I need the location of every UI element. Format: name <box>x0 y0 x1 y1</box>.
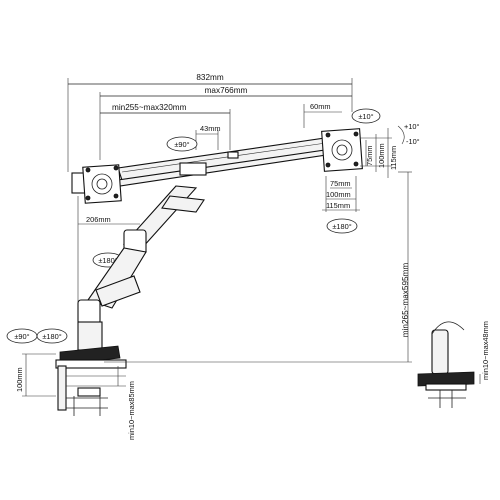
vesa-rotate-180-label: ±180° <box>332 222 351 231</box>
offset-43-label: 43mm <box>200 124 221 133</box>
base-swivel-90-label: ±90° <box>14 332 29 341</box>
swivel-90-tag: ±90° <box>166 136 198 152</box>
clamp-range-dimension: min10~max85mm <box>117 366 136 440</box>
tilt-tag: ±10° <box>351 108 381 124</box>
side-clamp-range-label: min10~max48mm <box>481 321 490 380</box>
base-swivel-90-tag: ±90° <box>6 328 38 344</box>
left-width-label: 206mm <box>86 215 111 224</box>
tilt-tag-label: ±10° <box>358 112 373 121</box>
vesa-75-h-label: 75mm <box>365 145 374 166</box>
vesa-75-w-label: 75mm <box>330 179 351 188</box>
vesa-rotate-180-tag: ±180° <box>326 218 358 234</box>
height-range-dimension: min265~max595mm <box>104 171 412 363</box>
extension-range-label: min255~max320mm <box>112 103 187 112</box>
max-arm-width-dimension: max766mm <box>99 86 352 160</box>
vesa-offset-label: 60mm <box>310 102 331 111</box>
vesa-horizontal-dimensions: 75mm 100mm 115mm <box>322 176 360 212</box>
vesa-100-h-label: 100mm <box>377 143 386 168</box>
base-pole-and-clamp <box>55 321 127 416</box>
vesa-115-w-label: 115mm <box>326 201 350 210</box>
joint-rotate-180-label: ±180° <box>98 256 117 265</box>
vesa-offset-dimension: 60mm <box>303 102 342 128</box>
base-rotate-180-label: ±180° <box>42 332 61 341</box>
height-range-label: min265~max595mm <box>401 263 410 338</box>
max-arm-width-label: max766mm <box>205 86 248 95</box>
vesa-115-h-label: 115mm <box>389 146 398 170</box>
tilt-range: +10° -10° <box>397 122 420 146</box>
base-rotate-180-tag: ±180° <box>36 328 68 344</box>
vesa-vertical-dimensions: 75mm 100mm 115mm <box>360 128 398 178</box>
side-clamp-detail <box>417 321 475 408</box>
clamp-range-label: min10~max85mm <box>127 381 136 440</box>
offset-43-dimension: 43mm <box>195 124 221 150</box>
right-vesa-plate <box>321 128 363 172</box>
swivel-90-label: ±90° <box>174 140 189 149</box>
base-height-label: 100mm <box>15 367 24 392</box>
total-width-dimension: 832mm <box>67 73 353 172</box>
side-clamp-range-dimension: min10~max48mm <box>479 321 490 384</box>
tilt-down-label: -10° <box>406 137 420 146</box>
tilt-up-label: +10° <box>404 122 420 131</box>
vesa-100-w-label: 100mm <box>326 190 351 199</box>
extension-range-dimension: min255~max320mm <box>100 103 231 150</box>
total-width-label: 832mm <box>196 73 223 82</box>
left-vesa-plate <box>82 164 122 204</box>
gas-spring-arm <box>77 185 205 325</box>
base-height-dimension: 100mm <box>15 353 56 397</box>
